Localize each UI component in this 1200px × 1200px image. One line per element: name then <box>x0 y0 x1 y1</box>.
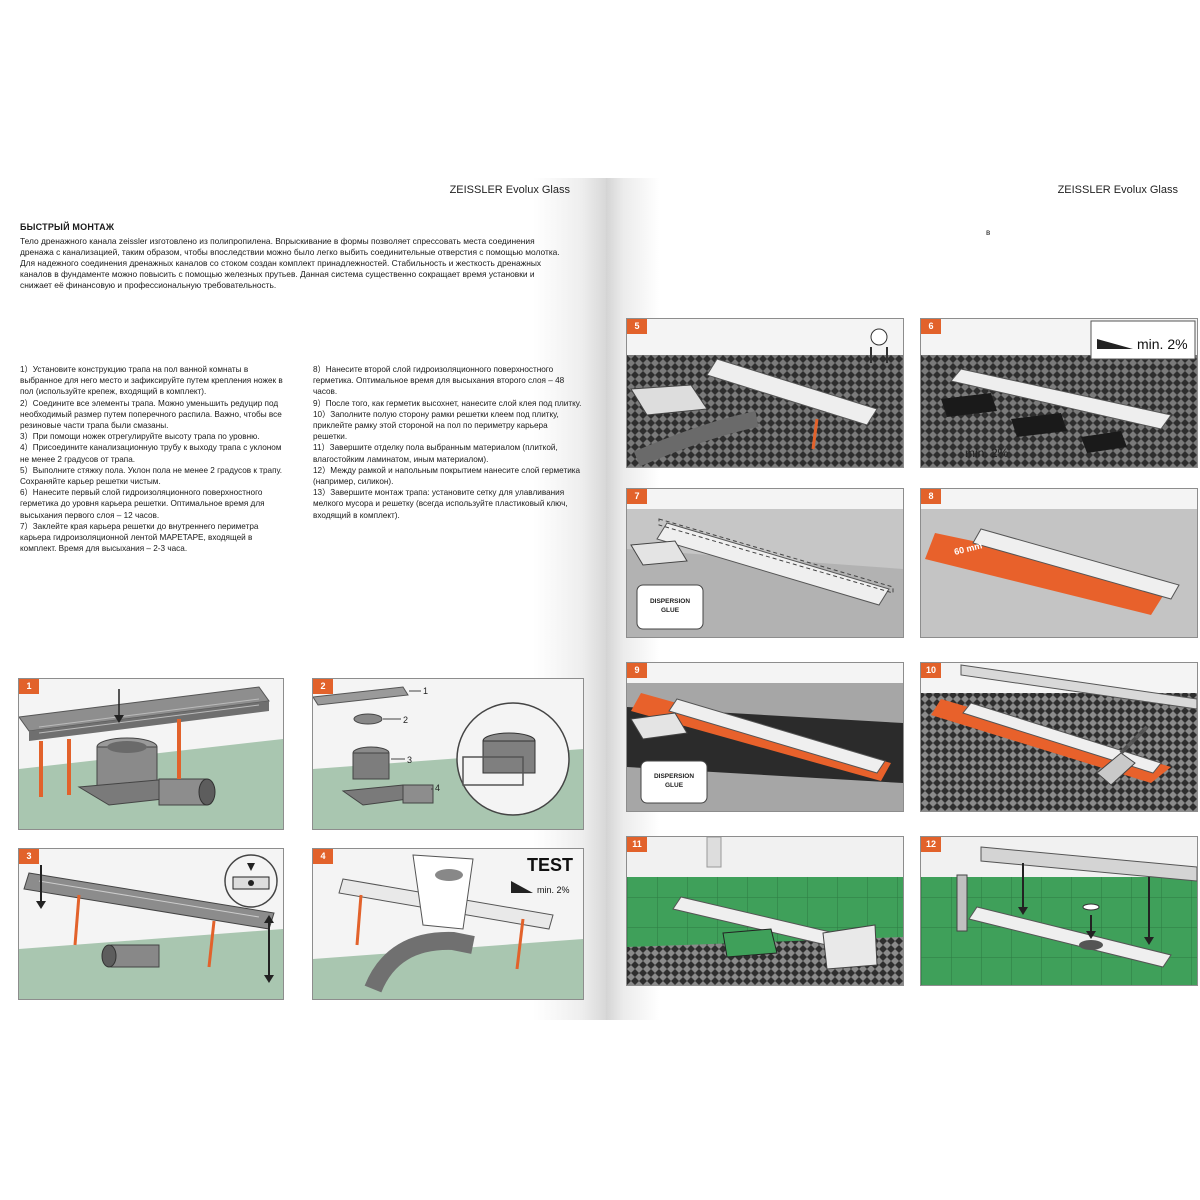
right-page: ZEISSLER Evolux Glass в 5 <box>606 178 1200 1020</box>
tile-finish-illustration <box>627 837 903 985</box>
jar-label: GLUE <box>665 782 684 789</box>
step-number-badge: 4 <box>313 849 333 864</box>
step-number-badge: 6 <box>921 319 941 334</box>
step-text: 4）Присоедините канализационную трубу к в… <box>20 443 282 464</box>
illustration-panel-4: 4 TEST min. 2% <box>312 848 584 1000</box>
drain-parts-illustration: 1 2 3 4 <box>313 686 583 829</box>
step-text: 8）Нанесите второй слой гидроизоляционног… <box>313 365 565 397</box>
step-text: 7）Заклейте края карьера решетки до внутр… <box>20 521 259 554</box>
slope-label: min. 2% <box>1137 336 1188 352</box>
illustration-panel-11: 11 <box>626 836 904 986</box>
intro-paragraph: Тело дренажного канала zeissler изготовл… <box>20 236 560 290</box>
illustration-panel-10: 10 <box>920 662 1198 812</box>
tile-adhesive-illustration <box>921 664 1197 811</box>
step-number-badge: 3 <box>19 849 39 864</box>
step-text: 5）Выполните стяжку пола. Уклон пола не м… <box>20 465 283 487</box>
brand-title-right: ZEISSLER Evolux Glass <box>1057 184 1178 196</box>
test-label: TEST <box>527 855 573 875</box>
step-text: 12）Между рамкой и напольным покрытием на… <box>313 465 581 487</box>
steps-column-2: 8）Нанесите второй слой гидроизоляционног… <box>313 364 583 521</box>
jar-label: DISPERSION <box>650 598 690 605</box>
grate-install-illustration <box>921 837 1197 985</box>
step-text: 10）Заполните полую сторону рамки решетки… <box>313 409 559 442</box>
slope-label: min. 2% <box>537 885 570 895</box>
step-number-badge: 1 <box>19 679 39 694</box>
illustration-panel-7: 7 DISPERSION GLUE <box>626 488 904 638</box>
illustration-panel-6: 6 min. 2% min. 2% <box>920 318 1198 468</box>
left-page: ZEISSLER Evolux Glass БЫСТРЫЙ МОНТАЖ Тел… <box>0 178 606 1020</box>
illustration-panel-5: 5 <box>626 318 904 468</box>
slope-floor-label: min. 2% <box>965 446 1009 460</box>
step-number-badge: 2 <box>313 679 333 694</box>
section-heading: БЫСТРЫЙ МОНТАЖ <box>20 222 115 232</box>
step-number-badge: 11 <box>627 837 647 852</box>
step-text: 1）Установите конструкцию трапа на пол ва… <box>20 365 283 397</box>
level-adjust-illustration <box>19 854 283 999</box>
screed-illustration <box>627 328 903 467</box>
waterproof-tape-illustration: 60 mm <box>921 509 1197 637</box>
illustration-panel-9: 9 DISPERSION GLUE <box>626 662 904 812</box>
pipe-connect-illustration: TEST min. 2% <box>313 854 583 999</box>
drain-install-illustration <box>19 686 283 829</box>
step-number-badge: 12 <box>921 837 941 852</box>
illustration-panel-1: 1 <box>18 678 284 830</box>
brand-title-left: ZEISSLER Evolux Glass <box>449 184 570 196</box>
step-number-badge: 10 <box>921 663 941 678</box>
sealant-first-layer-illustration: DISPERSION GLUE <box>627 509 903 637</box>
step-text: 6）Нанесите первый слой гидроизоляционног… <box>20 488 265 520</box>
steps-column-1: 1）Установите конструкцию трапа на пол ва… <box>20 364 288 554</box>
part-label: 2 <box>403 715 408 725</box>
sealant-second-layer-illustration: DISPERSION GLUE <box>627 683 903 811</box>
step-number-badge: 5 <box>627 319 647 334</box>
step-text: 11）Завершите отделку пола выбранным мате… <box>313 443 558 464</box>
jar-label: GLUE <box>661 607 680 614</box>
illustration-panel-12: 12 <box>920 836 1198 986</box>
floor-slope-illustration: min. 2% min. 2% <box>921 320 1197 467</box>
step-text: 9）После того, как герметик высохнет, нан… <box>313 398 582 408</box>
part-label: 1 <box>423 686 428 696</box>
step-number-badge: 9 <box>627 663 647 678</box>
jar-label: DISPERSION <box>654 773 694 780</box>
step-number-badge: 8 <box>921 489 941 504</box>
illustration-panel-8: 8 60 mm <box>920 488 1198 638</box>
step-number-badge: 7 <box>627 489 647 504</box>
part-label: 4 <box>435 783 440 793</box>
part-label: 3 <box>407 755 412 765</box>
brochure-spread: ZEISSLER Evolux Glass БЫСТРЫЙ МОНТАЖ Тел… <box>0 178 1200 1020</box>
illustration-panel-3: 3 <box>18 848 284 1000</box>
step-text: 3）При помощи ножек отрегулируйте высоту … <box>20 432 260 442</box>
step-text: 2）Соедините все элементы трапа. Можно ум… <box>20 398 282 431</box>
page-marker: в <box>986 228 991 237</box>
step-text: 13）Завершите монтаж трапа: установите се… <box>313 488 568 520</box>
illustration-panel-2: 2 1 2 3 4 <box>312 678 584 830</box>
